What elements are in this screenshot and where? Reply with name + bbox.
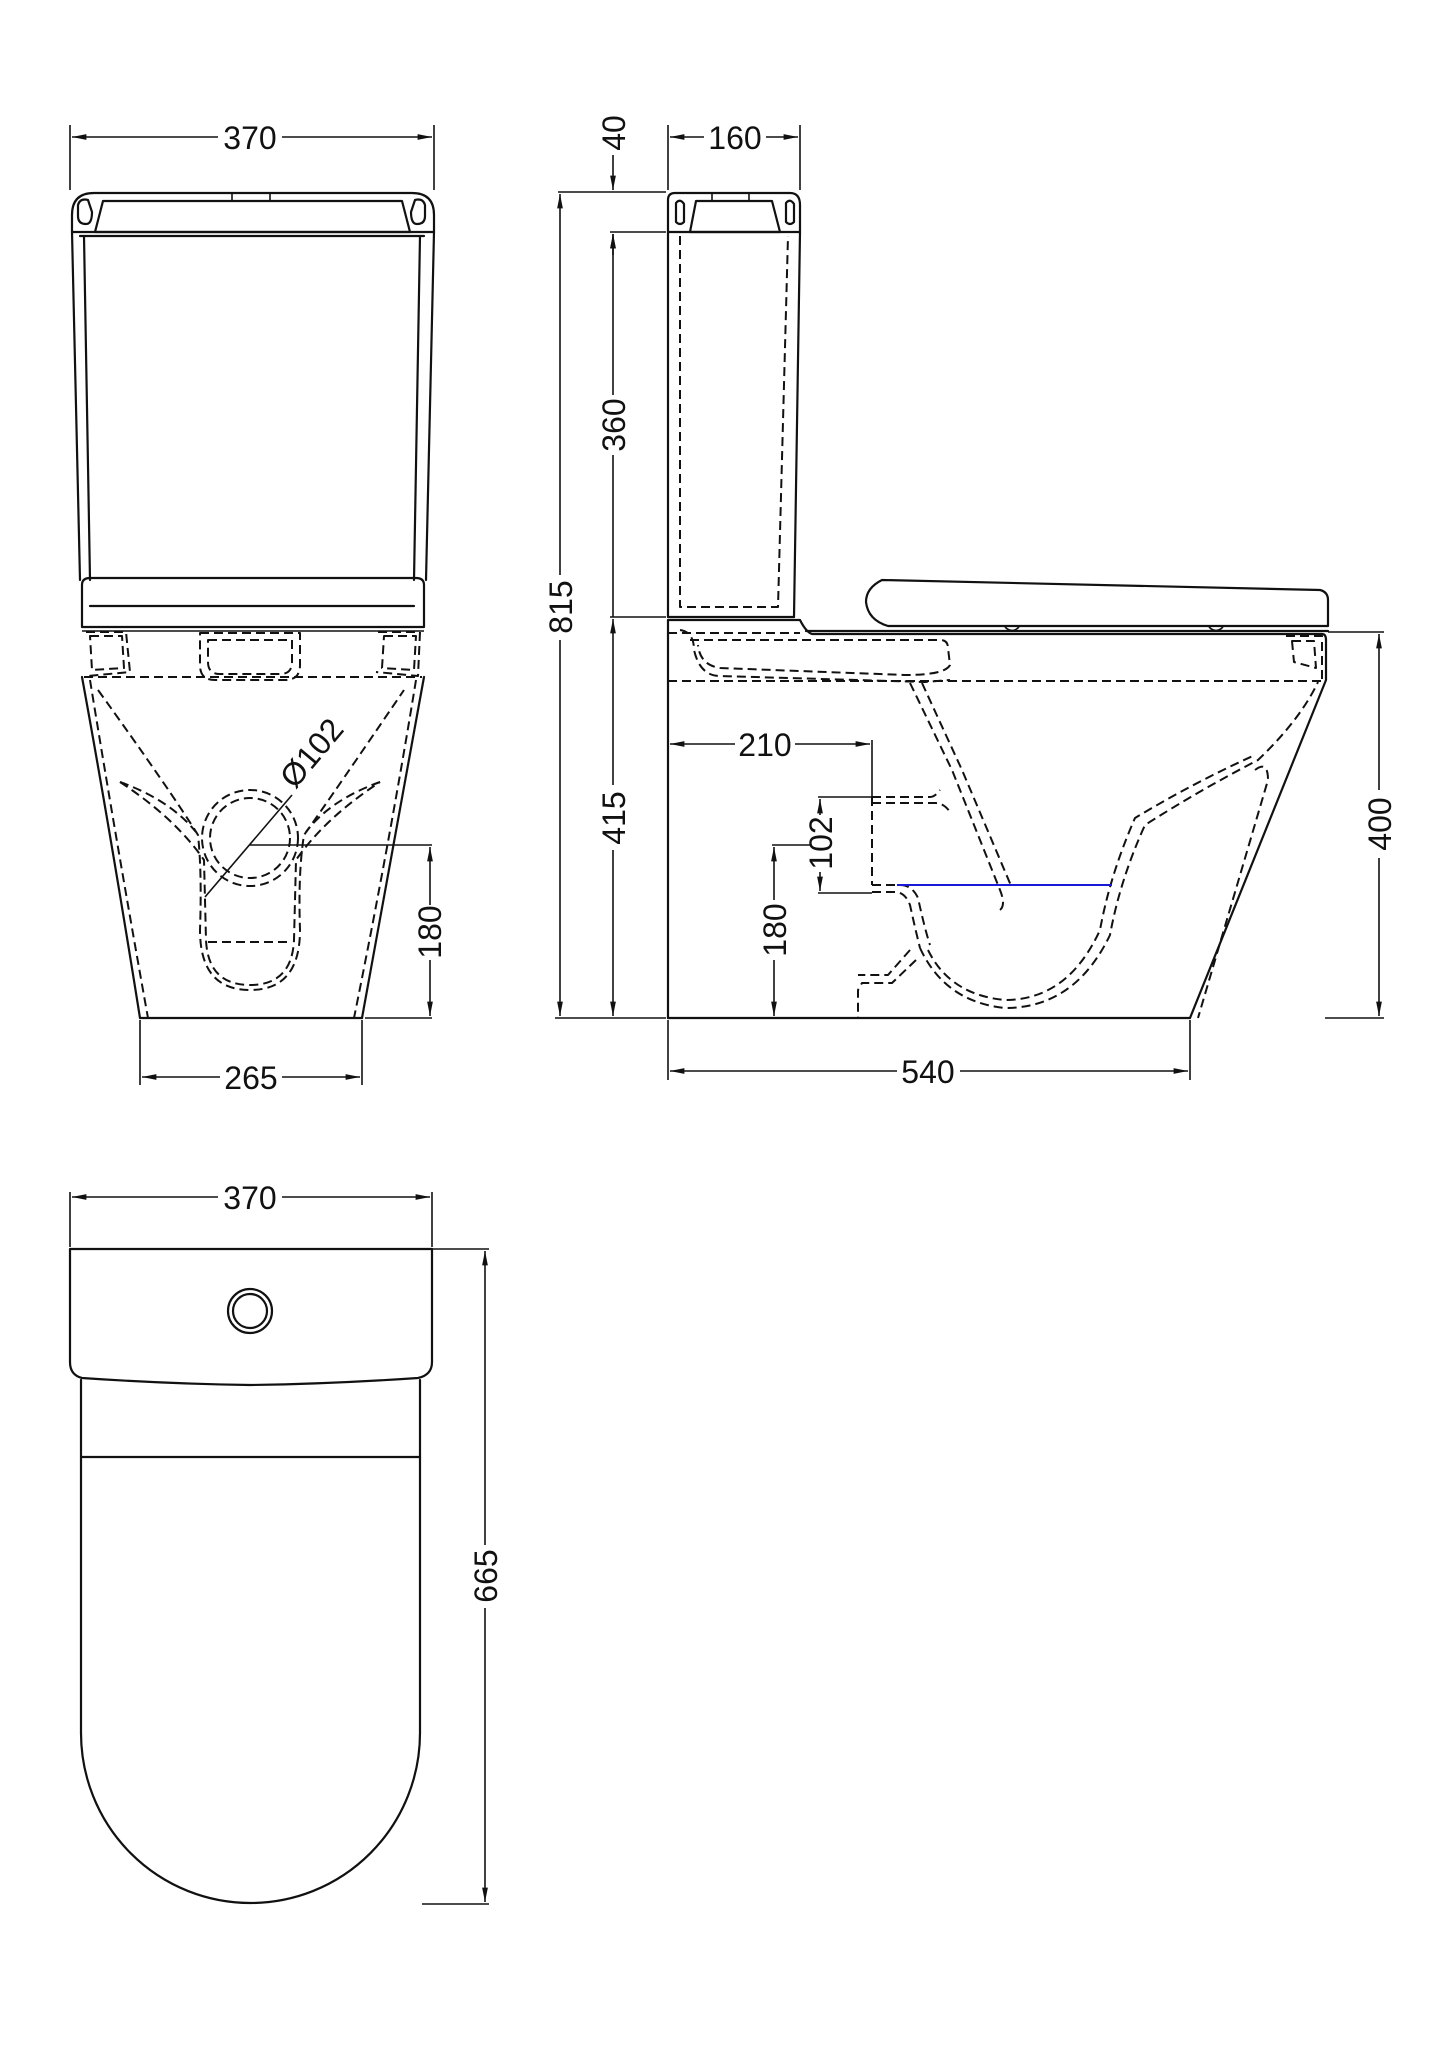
side-cistern [666, 191, 802, 619]
side-projection-label: 540 [901, 1054, 954, 1090]
cistern-height-label: 360 [596, 398, 632, 451]
side-pan [666, 618, 1328, 1020]
front-pan [80, 630, 426, 1020]
outlet-diameter-label: Ø102 [273, 711, 351, 794]
lid-thickness-label: 40 [596, 115, 632, 151]
plan-cistern [68, 1247, 434, 1387]
side-outlet-height-label: 180 [757, 903, 793, 956]
seat-height-label: 400 [1362, 797, 1398, 850]
front-dimensions: 370 265 180 Ø102 [69, 120, 448, 1096]
front-cistern [70, 191, 436, 582]
outlet-setback-label: 210 [738, 727, 791, 763]
cistern-depth-label: 160 [708, 120, 761, 156]
side-dimensions: 160 40 360 815 415 400 [543, 115, 1398, 1090]
front-seat [80, 576, 426, 629]
side-seat [804, 578, 1330, 633]
pan-height-label: 415 [596, 791, 632, 844]
plan-projection-label: 665 [468, 1549, 504, 1602]
plan-dimensions: 370 665 [69, 1180, 504, 1905]
plan-view: 370 665 [68, 1180, 504, 1905]
overall-height-label: 815 [543, 580, 579, 633]
plan-width-label: 370 [223, 1180, 276, 1216]
front-width-label: 370 [223, 120, 276, 156]
front-outlet-height-label: 180 [412, 905, 448, 958]
front-view: 370 265 180 Ø102 [69, 120, 448, 1096]
dual-flush-button-icon[interactable] [226, 1287, 274, 1335]
outlet-opening-label: 102 [803, 816, 839, 869]
front-foot-width-label: 265 [224, 1060, 277, 1096]
side-view: 160 40 360 815 415 400 [543, 115, 1398, 1090]
plan-seat [79, 1378, 422, 1905]
